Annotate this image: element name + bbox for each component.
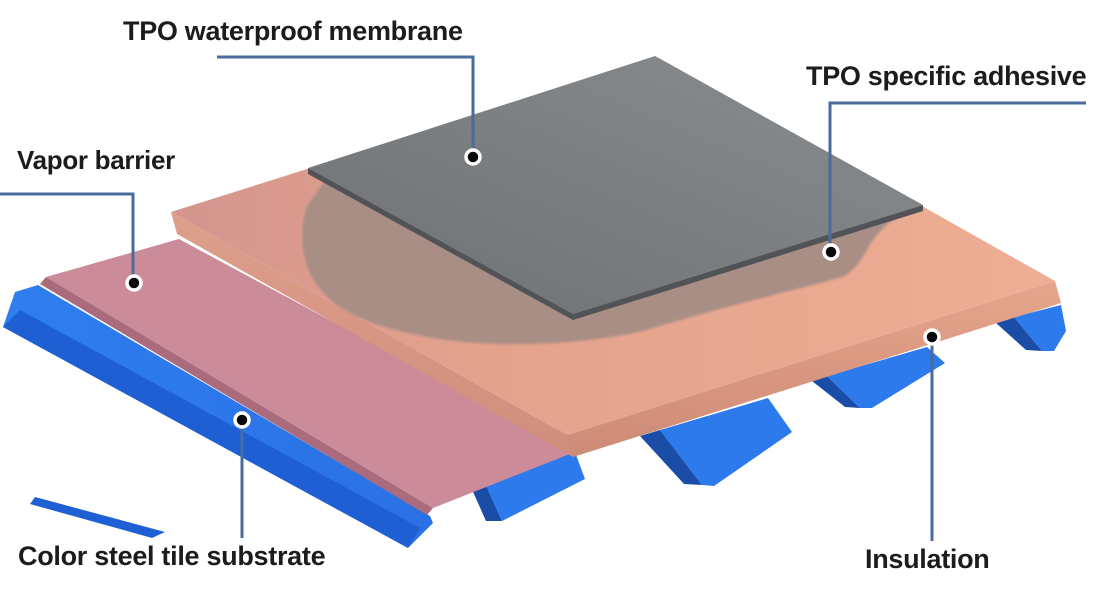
insulation-front-left-face [171, 212, 573, 457]
membrane-left-edge-face [308, 168, 573, 320]
steel-rib-c-shadow-face [996, 317, 1042, 351]
callouts [0, 55, 1086, 541]
adhesive-label: TPO specific adhesive [806, 61, 1087, 91]
vapor-barrier-top-surface [46, 239, 575, 508]
steel-rib-c-face [1014, 305, 1066, 351]
substrate-callout-dot [233, 411, 251, 429]
membrane-callout-dot [464, 148, 482, 166]
membrane-top-surface [308, 56, 923, 314]
vapor-barrier-leader-line [0, 192, 135, 283]
adhesive-callout-dot [822, 243, 840, 261]
vapor-barrier-label: Vapor barrier [17, 145, 175, 175]
vapor-barrier-layer [40, 239, 575, 515]
steel-rib-b-face [827, 347, 945, 408]
insulation-label: Insulation [865, 544, 990, 574]
steel-rib-a-shadow-face [640, 430, 702, 485]
steel-rib-b-shadow-face [812, 376, 860, 408]
insulation-front-right-face [567, 281, 1061, 457]
vapor-barrier-edge-face [40, 277, 433, 515]
insulation-callout-dot [923, 328, 941, 346]
membrane-layer [308, 56, 923, 320]
substrate-label: Color steel tile substrate [18, 541, 326, 571]
adhesive-leader-line [828, 101, 1086, 252]
steel-pan-band-lower [3, 310, 420, 548]
membrane-right-edge-face [573, 205, 923, 320]
steel-tile-layer [3, 285, 1066, 548]
membrane-label: TPO waterproof membrane [123, 16, 463, 46]
steel-rib-a-face [660, 398, 792, 486]
steel-flange-sliver [30, 497, 165, 538]
membrane-leader-line [217, 55, 475, 157]
vapor-barrier-callout-dot [125, 274, 143, 292]
